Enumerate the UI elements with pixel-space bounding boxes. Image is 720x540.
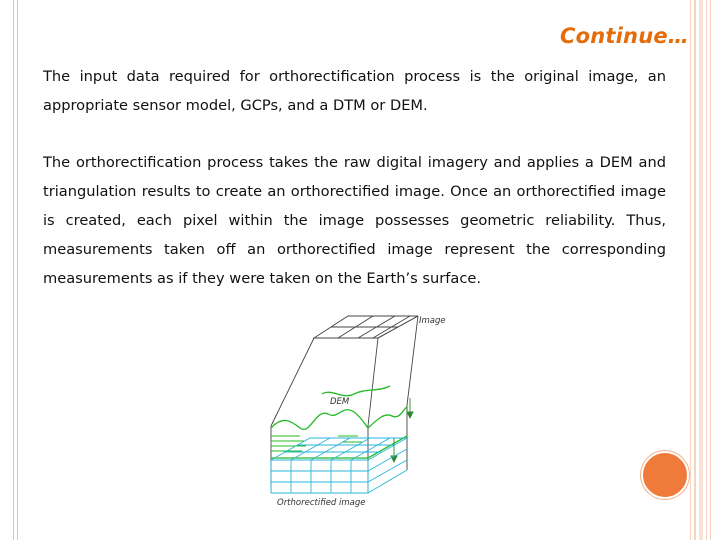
image-label: Image (419, 316, 446, 326)
decorative-circle (641, 451, 689, 499)
projection-arrows (390, 398, 414, 464)
dem-surface (270, 385, 408, 459)
ortho-grid (269, 437, 409, 494)
paragraph-process: The orthorectification process takes the… (43, 154, 666, 287)
left-border-decoration (13, 0, 18, 540)
right-stripe (694, 0, 696, 540)
slide-title: Continue… (560, 24, 689, 48)
orthorectification-diagram: Image DEM Orthorectified image (262, 308, 462, 513)
dem-label: DEM (330, 397, 350, 407)
right-stripe (706, 0, 707, 540)
right-stripe (710, 0, 711, 540)
image-plane (312, 315, 419, 339)
right-stripe (690, 0, 691, 540)
right-stripe (699, 0, 703, 540)
ortho-label: Orthorectified image (277, 498, 366, 508)
paragraph-input-data: The input data required for orthorectifi… (43, 68, 666, 114)
